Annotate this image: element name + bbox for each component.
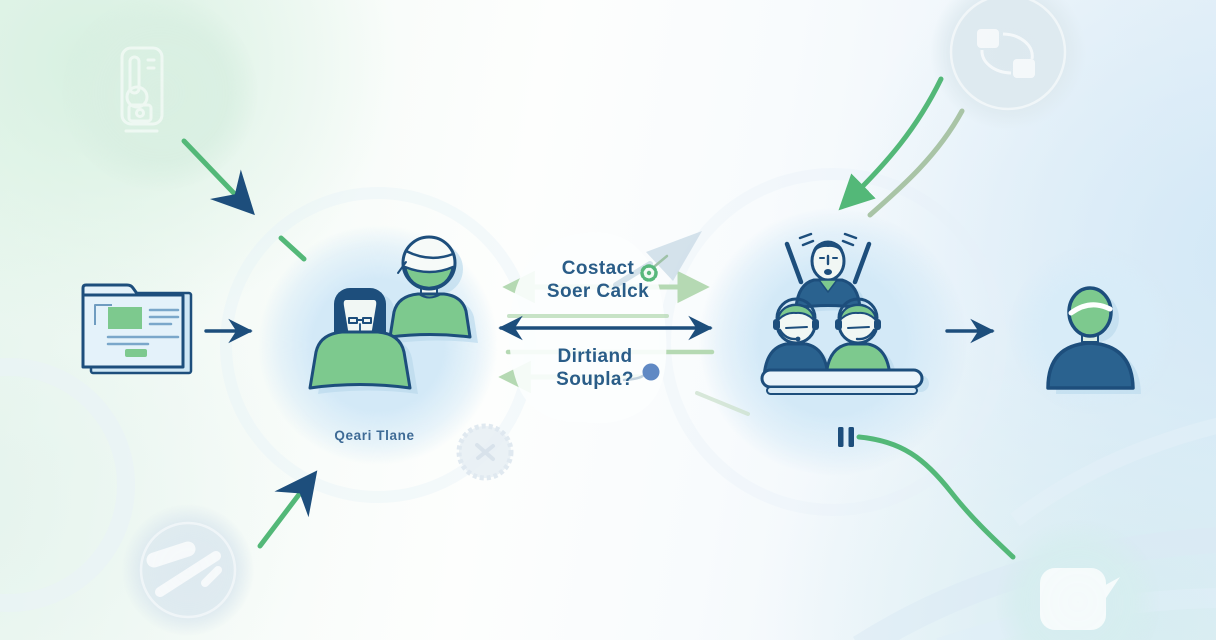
person-excited	[784, 232, 872, 310]
chat-bottom-line1: Dirtiand	[557, 346, 633, 367]
customer-figure	[1046, 286, 1141, 394]
chat-bottom-label: Dirtiand Soupla?	[495, 345, 695, 391]
corner-badges	[62, 0, 1160, 640]
line-from-sync-secondary	[867, 108, 965, 218]
chat-bottom-line2: Soupla?	[556, 369, 634, 390]
right-team-glow	[699, 208, 967, 476]
desk	[760, 368, 924, 395]
person-bob-hair	[308, 288, 412, 390]
chat-top-line1: Costact	[561, 258, 635, 279]
right-team-figures	[760, 232, 929, 395]
chat-bubble-icon	[1040, 568, 1120, 630]
hammer-tool-icon	[146, 541, 222, 597]
browser-window-icon	[81, 283, 193, 375]
pale-diagonal-right	[695, 391, 750, 416]
chat-top-label: Costact Soer Calck	[498, 257, 698, 303]
sync-badge-circle	[930, 0, 1086, 130]
line-to-chat	[856, 434, 1016, 560]
device-badge-circle	[62, 0, 258, 191]
message-arrows-front	[498, 231, 750, 416]
status-dot	[642, 363, 660, 381]
arrow-from-sync	[838, 76, 944, 211]
left-team-label: Qeari Tlane	[334, 428, 415, 443]
connector-lines	[181, 76, 1016, 560]
pause-icon	[838, 427, 854, 447]
gear-icon	[640, 264, 658, 282]
left-team-figures	[308, 235, 478, 394]
data-sync-icon	[977, 29, 1035, 78]
arrow-from-tools	[257, 470, 318, 549]
arrow-from-device-tail	[278, 235, 307, 262]
arrow-from-device	[181, 138, 255, 216]
smart-device-icon	[120, 46, 164, 133]
gear-badge	[456, 423, 514, 481]
person-bandana	[388, 235, 472, 339]
faded-gear-icon	[475, 443, 495, 461]
chat-top-line2: Soer Calck	[546, 281, 650, 302]
faded-send-arrow	[646, 231, 702, 281]
